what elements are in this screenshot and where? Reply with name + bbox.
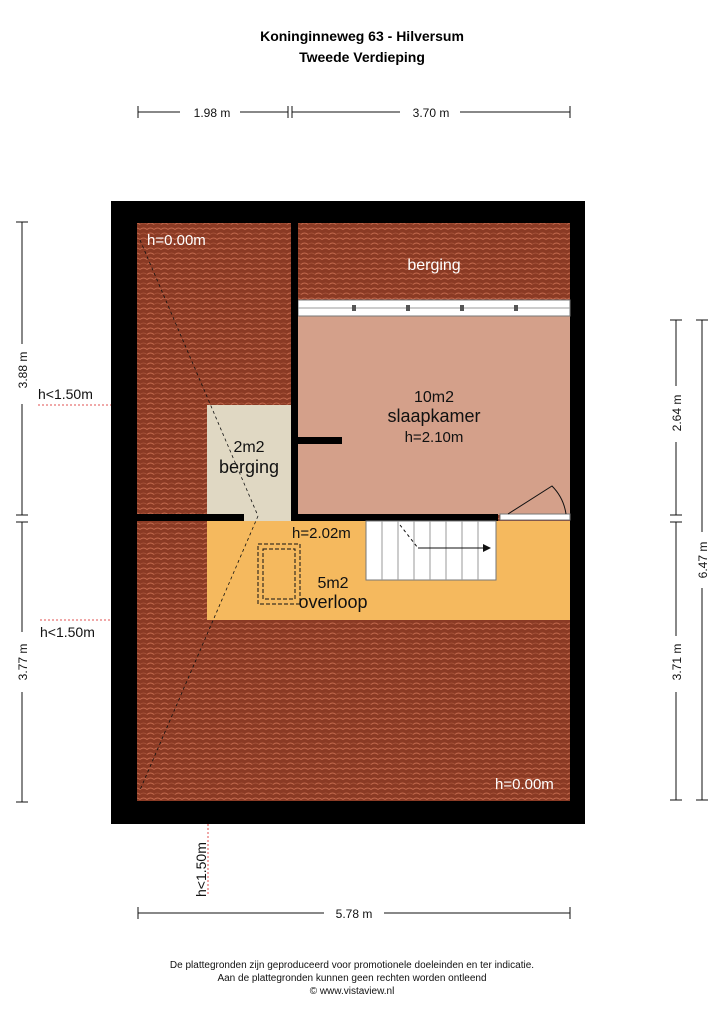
footer-copyright: © www.vistaview.nl	[310, 986, 395, 997]
label-bedroom-area: 10m2	[414, 389, 454, 406]
dimension-right: 2.64 m 3.71 m 6.47 m	[666, 319, 712, 801]
interior-walls	[137, 223, 498, 521]
label-landing-height: h=2.02m	[292, 525, 351, 542]
dim-right-total: 6.47 m	[696, 542, 710, 579]
floor-title: Tweede Verdieping	[299, 49, 425, 65]
dimension-left: 3.88 m 3.77 m h<1.50m h<1.50m	[12, 221, 112, 803]
bedroom-door	[499, 485, 571, 521]
label-bedroom-name: slaapkamer	[387, 406, 480, 426]
label-landing-name: overloop	[298, 592, 367, 612]
dim-top-right: 3.70 m	[413, 106, 450, 120]
storage-door-gap	[244, 515, 291, 521]
label-storage-small-name: berging	[219, 457, 279, 477]
label-storage-small-area: 2m2	[233, 439, 264, 456]
dim-bottom: 5.78 m	[336, 907, 373, 921]
dim-top-left: 1.98 m	[194, 106, 231, 120]
label-bedroom-height: h=2.10m	[405, 429, 464, 446]
dim-right-lower: 3.71 m	[670, 644, 684, 681]
address-title: Koninginneweg 63 - Hilversum	[260, 28, 464, 44]
dim-left-upper: 3.88 m	[16, 352, 30, 389]
room-bedroom	[298, 302, 570, 515]
dimension-bottom: 5.78 m	[137, 905, 571, 921]
attic-hatch	[257, 543, 301, 605]
dormer-window	[297, 299, 571, 317]
staircase	[365, 520, 497, 581]
label-landing-area: 5m2	[317, 575, 348, 592]
height-marker-left-lower: h<1.50m	[40, 624, 95, 640]
roof-ridge-lines	[139, 239, 259, 791]
dim-left-lower: 3.77 m	[16, 644, 30, 681]
label-storage-top: berging	[407, 257, 460, 274]
height-marker-left-upper: h<1.50m	[38, 386, 93, 402]
label-roof-height-bottom: h=0.00m	[495, 776, 554, 793]
height-marker-bottom: h<1.50m	[193, 842, 209, 897]
footer-disclaimer: De plattegronden zijn geproduceerd voor …	[170, 960, 534, 971]
footer-rights: Aan de plattegronden kunnen geen rechten…	[217, 973, 486, 984]
dimension-top: 1.98 m 3.70 m	[137, 104, 571, 120]
dim-right-upper: 2.64 m	[670, 395, 684, 432]
label-roof-height-top: h=0.00m	[147, 232, 206, 249]
room-storage-small	[207, 405, 291, 515]
